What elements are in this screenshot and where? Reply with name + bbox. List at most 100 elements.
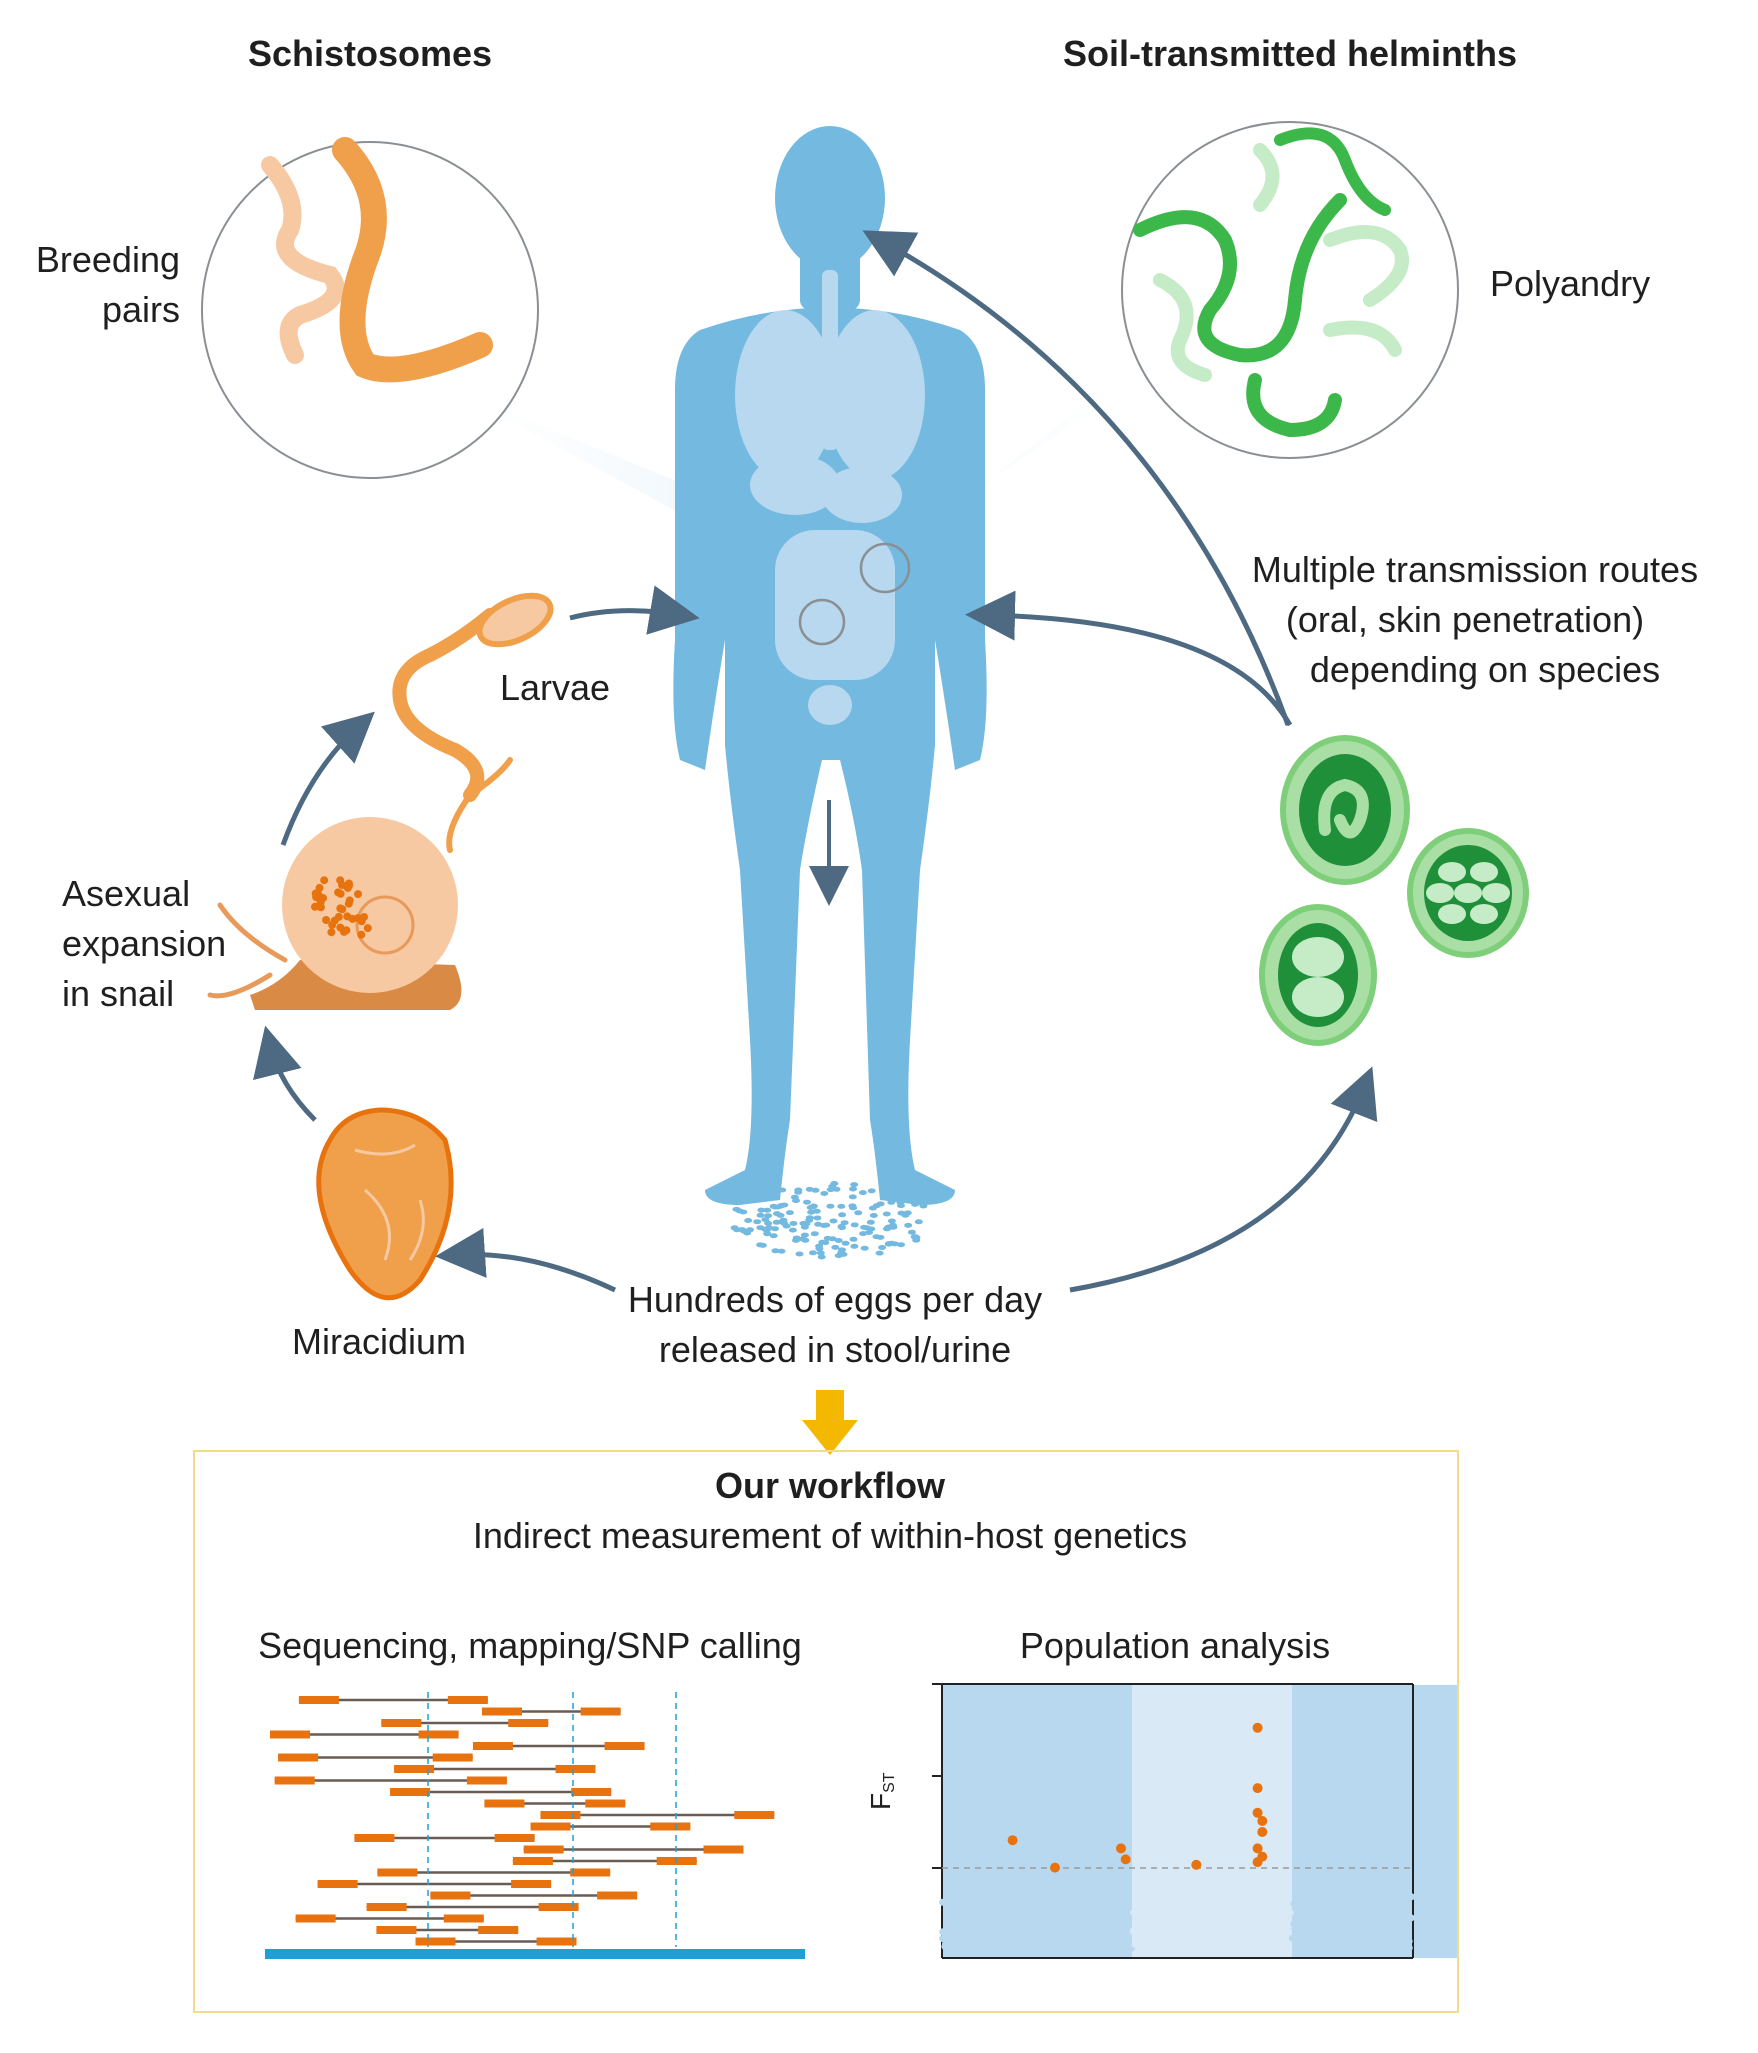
background-snp-point: [1087, 1930, 1095, 1938]
background-snp-point: [951, 1940, 959, 1948]
background-snp-point: [965, 1930, 973, 1938]
egg-dot: [807, 1209, 816, 1215]
label-miracidium: Miracidium: [292, 1321, 467, 1362]
arrow-sth-to-skin: [965, 590, 1293, 727]
label-eggs-2: released in stool/urine: [658, 1329, 1012, 1370]
background-snp-point: [1325, 1936, 1333, 1944]
egg-dot: [840, 1220, 849, 1226]
background-snp-point: [1246, 1909, 1254, 1917]
egg-dot: [744, 1218, 753, 1223]
germinal-cell-dot: [343, 883, 352, 892]
egg-dot: [746, 1227, 754, 1233]
background-snp-point: [1265, 1893, 1273, 1901]
background-snp-point: [1081, 1895, 1089, 1903]
egg-dot: [831, 1244, 840, 1250]
background-snp-point: [1264, 1944, 1272, 1952]
background-snp-point: [1237, 1894, 1245, 1902]
background-snp-point: [1273, 1930, 1281, 1938]
egg-dot: [792, 1198, 800, 1204]
read-end: [447, 1696, 488, 1704]
background-snp-point: [1304, 1933, 1312, 1941]
background-snp-point: [1302, 1944, 1310, 1951]
background-snp-point: [1332, 1932, 1340, 1940]
background-snp-point: [1237, 1928, 1245, 1935]
background-snp-point: [1034, 1919, 1042, 1927]
egg-dot: [813, 1215, 822, 1221]
egg-dot: [890, 1195, 899, 1201]
background-snp-point: [1003, 1939, 1011, 1947]
read-end: [597, 1891, 638, 1900]
arrow-snail-to-larvae: [280, 711, 375, 846]
background-snp-point: [1083, 1903, 1091, 1911]
egg-dot: [800, 1221, 809, 1227]
read-end: [270, 1730, 311, 1739]
background-snp-point: [939, 1935, 947, 1942]
egg-dot: [764, 1220, 773, 1226]
egg-dot: [834, 1238, 843, 1243]
background-snp-point: [1013, 1896, 1021, 1904]
dark-worm-icon-2: [1246, 373, 1342, 438]
egg-dot: [756, 1225, 765, 1231]
background-snp-point: [1205, 1944, 1213, 1952]
egg-dot: [817, 1254, 826, 1260]
background-snp-point: [1104, 1942, 1112, 1950]
egg-dot: [830, 1181, 839, 1186]
read-end: [604, 1742, 645, 1750]
background-snp-point: [1273, 1940, 1281, 1948]
egg-dot: [805, 1215, 814, 1221]
egg-dot: [837, 1223, 846, 1229]
germinal-cell-dot: [344, 899, 353, 908]
label-routes-3: depending on species: [1309, 649, 1661, 690]
read-end: [481, 1707, 522, 1716]
egg-dot: [911, 1234, 919, 1240]
read-end: [512, 1857, 553, 1865]
background-snp-point: [1322, 1877, 1330, 1885]
arrow-sth-to-mouth: [862, 230, 1291, 726]
egg-dot: [753, 1219, 762, 1225]
background-snp-point: [1405, 1944, 1413, 1952]
intestine-zoom-circle-1: [859, 542, 911, 594]
background-snp-point: [1407, 1914, 1415, 1922]
read-end: [484, 1799, 525, 1808]
background-snp-point: [1187, 1913, 1195, 1921]
egg-dot: [841, 1240, 850, 1246]
human-body: [673, 126, 987, 1205]
background-snp-point: [941, 1943, 949, 1950]
arrow-larvae-to-human: [569, 585, 700, 635]
germinal-cell-dot: [363, 924, 372, 933]
egg-dot: [777, 1248, 786, 1254]
background-snp-point: [1175, 1944, 1183, 1952]
egg-dot: [858, 1190, 867, 1196]
read-end: [570, 1868, 611, 1877]
background-snp-point: [998, 1883, 1006, 1891]
egg-dot: [815, 1246, 824, 1252]
organs: [735, 270, 925, 725]
read-end: [317, 1880, 358, 1888]
read-end: [443, 1914, 484, 1923]
background-snp-point: [939, 1928, 947, 1936]
egg-dot: [772, 1219, 781, 1225]
germinal-cell-dot: [316, 903, 325, 912]
background-snp-point: [1170, 1897, 1178, 1905]
egg-dot: [744, 1197, 753, 1203]
background-snp-point: [1293, 1941, 1301, 1949]
background-snp-point: [1131, 1940, 1139, 1948]
read-end: [366, 1903, 407, 1911]
read-end: [381, 1719, 422, 1727]
background-snp-point: [1158, 1943, 1166, 1951]
read-end: [298, 1696, 339, 1704]
germinal-cell-dot: [354, 890, 362, 899]
background-snp-point: [1229, 1930, 1237, 1938]
background-snp-point: [1311, 1910, 1319, 1918]
germinal-cell-dot: [336, 923, 345, 932]
egg-dot: [761, 1217, 770, 1223]
egg-dot: [897, 1242, 905, 1248]
sth-egg-icon-1: [1280, 735, 1410, 885]
egg-dot: [758, 1242, 767, 1248]
cycle-arrows: [253, 230, 1378, 1293]
background-snp-point: [1045, 1907, 1053, 1915]
egg-dot: [798, 1236, 807, 1242]
background-snp-point: [1273, 1910, 1281, 1918]
egg-dot: [828, 1236, 837, 1242]
egg-dot: [860, 1224, 869, 1230]
